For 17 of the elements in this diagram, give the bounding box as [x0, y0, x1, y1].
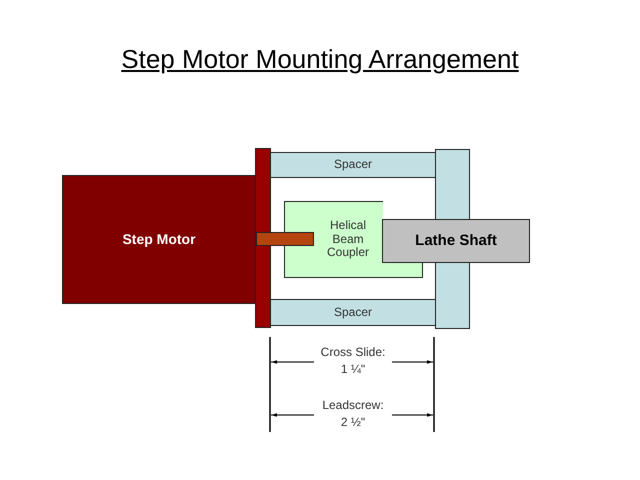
spacer-box: [270, 299, 436, 326]
lathe-shaft-box: [382, 219, 530, 263]
dimension-label: Cross Slide: 1 ¼": [320, 344, 386, 378]
dimension-label: Leadscrew: 2 ½": [321, 397, 385, 431]
coupler-box: [284, 201, 383, 278]
node-label: Spacer: [334, 306, 372, 320]
node-label: Lathe Shaft: [415, 232, 497, 250]
title: Step Motor Mounting Arrangement: [120, 44, 520, 75]
motor-shaft: [256, 232, 314, 246]
node-label: Step Motor: [122, 231, 196, 248]
node-label: Spacer: [334, 158, 372, 172]
mounting-plate: [255, 148, 271, 328]
node-label: Helical Beam Coupler: [326, 218, 370, 260]
end-plate: [435, 262, 470, 329]
spacer-box: [270, 152, 436, 178]
end-plate: [435, 149, 470, 220]
motor-body-box: [62, 175, 256, 304]
